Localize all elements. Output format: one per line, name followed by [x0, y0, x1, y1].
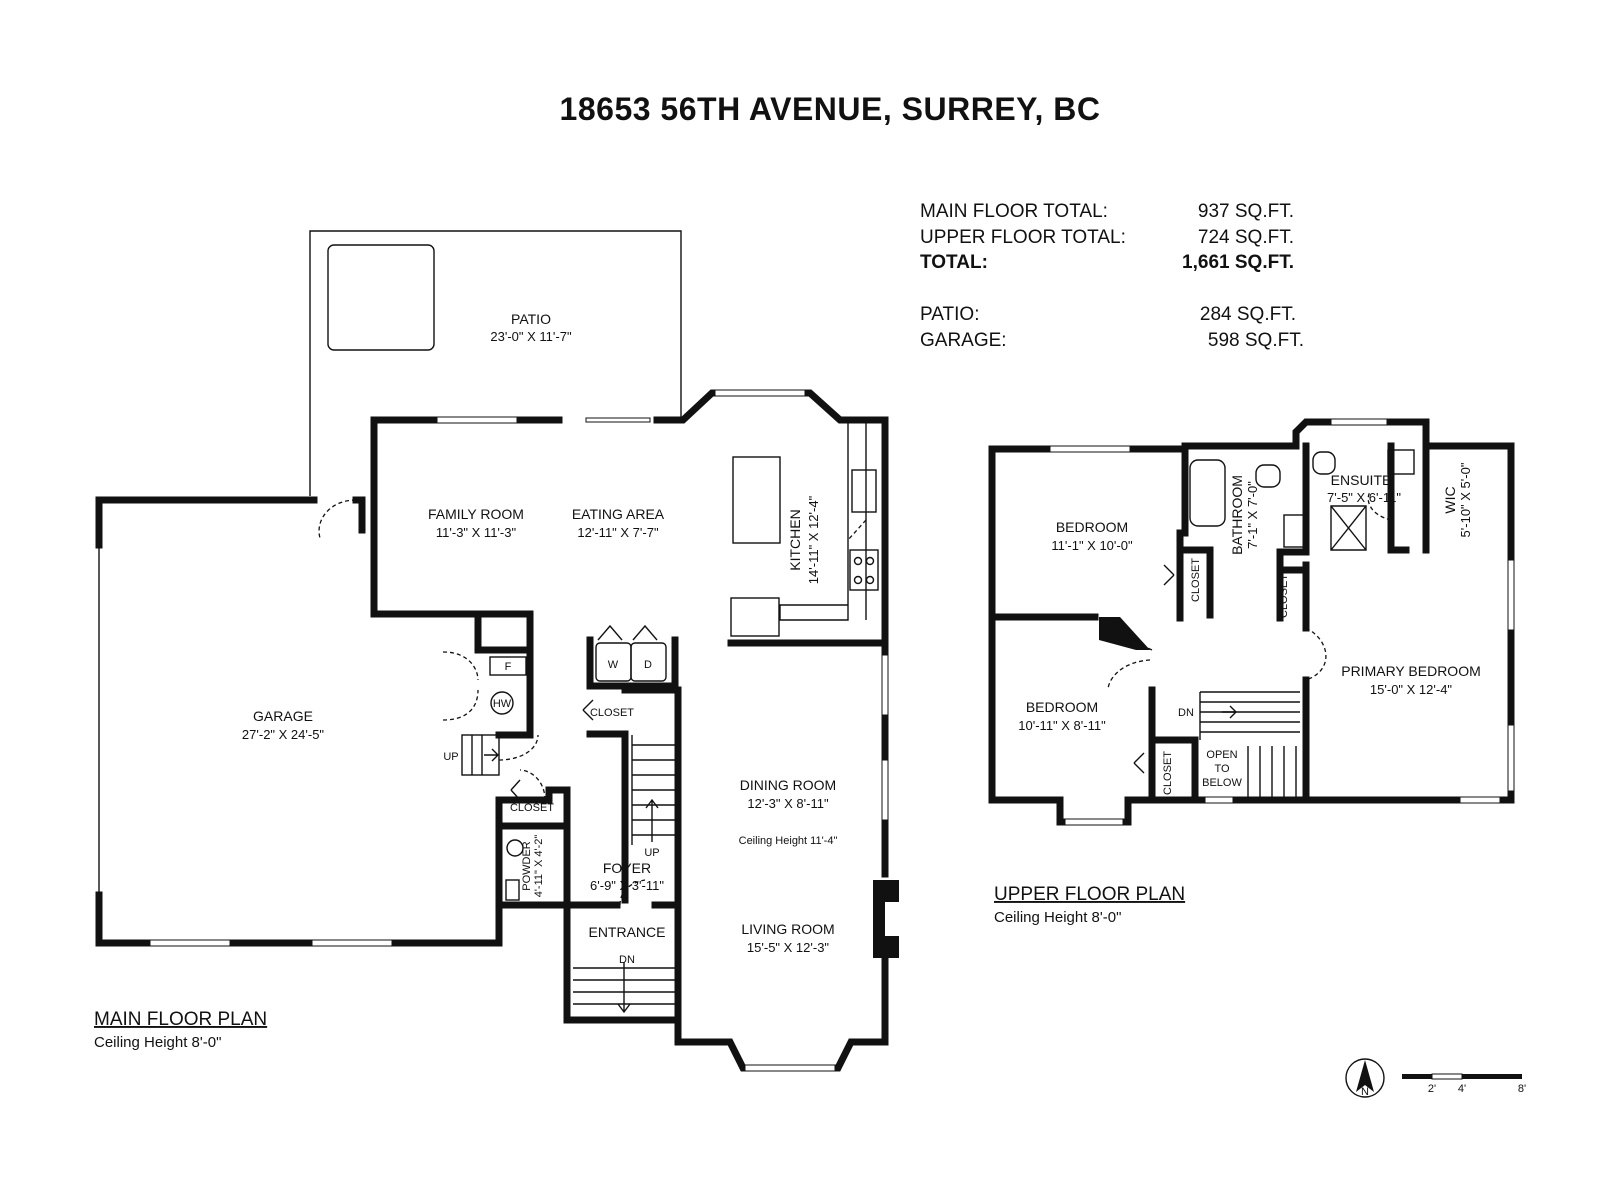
- upper-floor-title: UPPER FLOOR PLAN: [994, 884, 1185, 905]
- furnace: [489, 656, 527, 676]
- summary-label-patio: PATIO:: [920, 304, 979, 325]
- kitchen-island: [732, 456, 781, 544]
- summary-value-garage: 598 SQ.FT.: [1208, 330, 1304, 351]
- garage-dim: 27'-2" X 24'-5": [242, 727, 325, 742]
- upper-closet3-label: CLOSET: [1162, 751, 1174, 795]
- open-below-line1: OPEN: [1206, 749, 1237, 761]
- bedroom1-dim: 11'-1" X 10'-0": [1051, 538, 1133, 553]
- stove: [849, 549, 879, 591]
- scale-bar: 2' 4' 8': [1402, 1073, 1526, 1095]
- dining-ceiling-note: Ceiling Height 11'-4": [739, 835, 838, 847]
- bathtub: [1189, 459, 1226, 527]
- toilet: [505, 879, 520, 901]
- upper-sink: [1283, 514, 1305, 548]
- summary-label-upper: UPPER FLOOR TOTAL:: [920, 227, 1126, 248]
- upper-stairs-down: [1199, 691, 1300, 800]
- dining-room-dim: 12'-3" X 8'-11": [747, 796, 829, 811]
- scale-tick-4: 4': [1458, 1083, 1466, 1095]
- summary-value-total: 1,661 SQ.FT.: [1182, 252, 1294, 273]
- page-title: 18653 56TH AVENUE, SURREY, BC: [560, 91, 1101, 127]
- wic-label: WIC: [1442, 486, 1458, 513]
- scale-tick-2: 2': [1428, 1083, 1436, 1095]
- living-room-dim: 15'-5" X 12'-3": [747, 940, 830, 955]
- patio-label: PATIO: [511, 311, 551, 327]
- bathroom-label: BATHROOM: [1229, 475, 1245, 555]
- primary-bedroom-dim: 15'-0" X 12'-4": [1370, 682, 1453, 697]
- powder-dim: 4'-11" X 4'-2": [533, 835, 545, 898]
- stair-up-label: UP: [644, 847, 659, 859]
- family-room-dim: 11'-3" X 11'-3": [436, 525, 517, 540]
- shower: [1330, 505, 1367, 551]
- bedroom2-dim: 10'-11" X 8'-11": [1018, 718, 1106, 733]
- dryer: [630, 642, 667, 682]
- primary-bedroom-label: PRIMARY BEDROOM: [1341, 663, 1481, 679]
- bedroom1-label: BEDROOM: [1056, 519, 1128, 535]
- dining-room-label: DINING ROOM: [740, 777, 836, 793]
- laundry-closet-label: CLOSET: [590, 707, 634, 719]
- upper-floor-ceiling: Ceiling Height 8'-0": [994, 909, 1121, 926]
- summary-value-main: 937 SQ.FT.: [1198, 201, 1294, 222]
- area-summary: MAIN FLOOR TOTAL: 937 SQ.FT. UPPER FLOOR…: [920, 201, 1304, 351]
- wic-dim: 5'-10" X 5'-0": [1458, 462, 1473, 537]
- family-room-label: FAMILY ROOM: [428, 506, 524, 522]
- dryer-label: D: [644, 659, 652, 671]
- eating-area-label: EATING AREA: [572, 506, 665, 522]
- upper-toilet: [1255, 464, 1281, 488]
- foyer-label: FOYER: [603, 860, 651, 876]
- garage-stair-up-label: UP: [443, 751, 458, 763]
- summary-value-patio: 284 SQ.FT.: [1200, 304, 1296, 325]
- main-floor-ceiling: Ceiling Height 8'-0": [94, 1034, 221, 1051]
- kitchen-dim: 14'-11" X 12'-4": [806, 495, 821, 584]
- stair-down-label: DN: [619, 954, 635, 966]
- powder-label: POWDER: [521, 841, 533, 891]
- kitchen-sink: [851, 469, 877, 513]
- upper-floor-plan: BEDROOM 11'-1" X 10'-0" BEDROOM 10'-11" …: [988, 418, 1515, 926]
- upper-closet2-label: CLOSET: [1278, 574, 1290, 618]
- hot-tub: [327, 244, 435, 351]
- summary-label-total: TOTAL:: [920, 252, 988, 273]
- water-heater: [490, 691, 514, 715]
- main-floor-plan: PATIO 23'-0" X 11'-7" FAMILY ROOM 11'-3"…: [94, 230, 899, 1072]
- washer-label: W: [608, 659, 619, 671]
- stairs-up: [631, 735, 675, 845]
- garage-label: GARAGE: [253, 708, 313, 724]
- patio-dim: 23'-0" X 11'-7": [490, 329, 572, 344]
- open-below-line3: BELOW: [1202, 777, 1242, 789]
- water-heater-label: HW: [493, 698, 512, 710]
- garage-stairs-up: [461, 734, 500, 776]
- bedroom2-label: BEDROOM: [1026, 699, 1098, 715]
- hall-closet-label: CLOSET: [510, 802, 554, 814]
- entrance-label: ENTRANCE: [588, 924, 665, 940]
- foyer-dim: 6'-9" X 3'-11": [590, 878, 664, 893]
- summary-label-garage: GARAGE:: [920, 330, 1007, 351]
- compass-letter: N: [1361, 1086, 1369, 1098]
- ensuite-dim: 7'-5" X 6'-11": [1327, 490, 1401, 505]
- main-floor-title: MAIN FLOOR PLAN: [94, 1009, 267, 1030]
- upper-stair-down-label: DN: [1178, 707, 1194, 719]
- furnace-label: F: [505, 661, 512, 673]
- summary-label-main: MAIN FLOOR TOTAL:: [920, 201, 1108, 222]
- eating-area-dim: 12'-11" X 7'-7": [577, 525, 659, 540]
- patio-outline: [309, 230, 682, 496]
- ensuite-label: ENSUITE: [1331, 472, 1392, 488]
- stairs-down: [573, 962, 675, 1014]
- scale-tick-8: 8': [1518, 1083, 1526, 1095]
- summary-value-upper: 724 SQ.FT.: [1198, 227, 1294, 248]
- bathroom-dim: 7'-1" X 7'-0": [1245, 481, 1260, 549]
- upper-closet1-label: CLOSET: [1190, 558, 1202, 602]
- ensuite-toilet: [1312, 451, 1336, 475]
- kitchen-label: KITCHEN: [787, 509, 803, 570]
- ensuite-sink: [1387, 449, 1415, 475]
- north-compass-icon: N: [1345, 1058, 1385, 1098]
- powder-sink: [506, 839, 524, 857]
- open-below-line2: TO: [1214, 763, 1230, 775]
- living-room-label: LIVING ROOM: [741, 921, 834, 937]
